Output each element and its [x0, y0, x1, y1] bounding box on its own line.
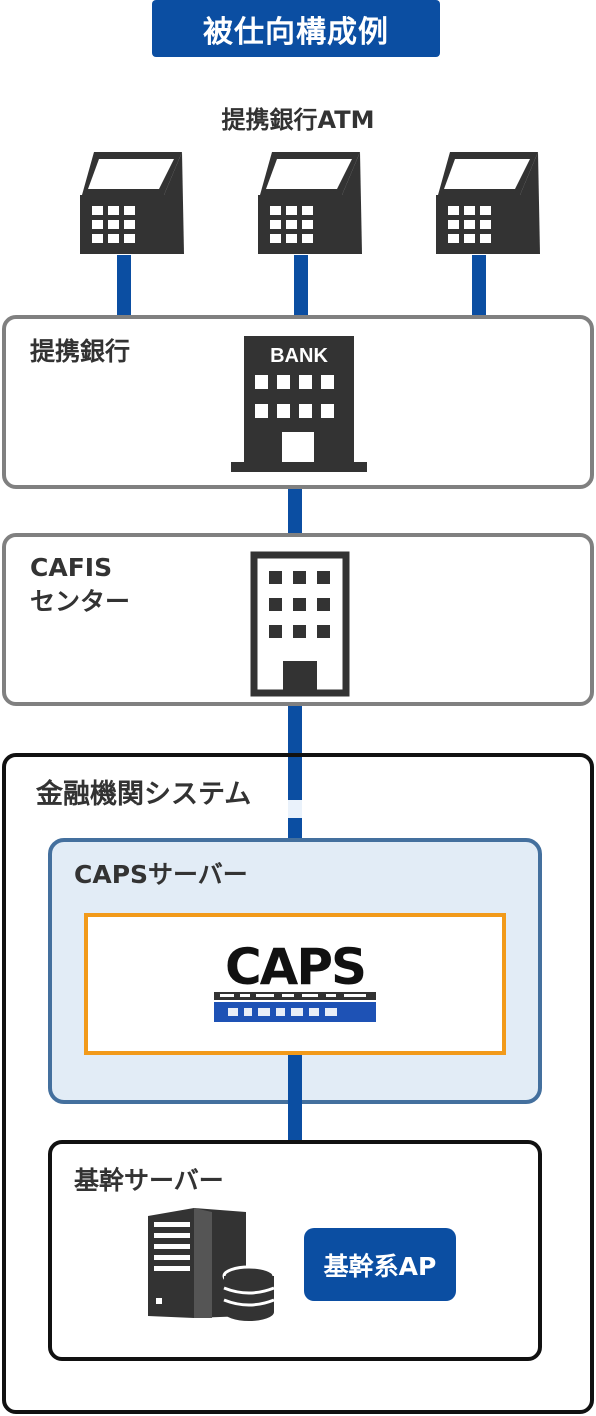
cafis-label-line1: CAFIS	[30, 553, 113, 582]
bank-building-icon: BANK	[231, 336, 367, 472]
office-building-icon	[250, 551, 350, 697]
bank-sign-text: BANK	[270, 345, 328, 367]
financial-system-label: 金融機関システム	[36, 779, 252, 810]
cafis-label: CAFIS センター	[30, 551, 130, 619]
atm-icon	[436, 152, 540, 254]
caps-logo-frame	[84, 913, 506, 1055]
cafis-center-box: CAFIS センター	[2, 533, 594, 706]
connector-atm2	[294, 255, 308, 317]
caps-logo-text: CAPS	[225, 940, 365, 996]
core-server-box: 基幹サーバー	[48, 1140, 542, 1361]
connector-bank-cafis	[288, 487, 302, 535]
partner-bank-box: 提携銀行 BANK	[2, 315, 594, 489]
financial-system-box: 金融機関システム	[2, 753, 594, 1414]
server-tower-icon	[148, 1208, 276, 1321]
atm-icon	[80, 152, 184, 254]
core-ap-label: 基幹系AP	[323, 1251, 437, 1281]
caps-logo: CAPS	[214, 940, 376, 1022]
caps-server-label: CAPSサーバー	[74, 860, 248, 889]
atm-icon	[258, 152, 362, 254]
cafis-label-line2: センター	[30, 586, 131, 616]
connector-atm3	[472, 255, 486, 317]
core-ap-badge: 基幹系AP	[304, 1228, 456, 1301]
connector-caps-core	[288, 1050, 302, 1142]
connector-atm1	[117, 255, 131, 317]
diagram-title: 被仕向構成例	[203, 14, 389, 50]
core-server-label: 基幹サーバー	[74, 1166, 224, 1195]
atm-caption: 提携銀行ATM	[221, 106, 375, 134]
title-badge: 被仕向構成例	[152, 0, 440, 57]
line-gap	[288, 800, 302, 818]
partner-bank-label: 提携銀行	[30, 337, 131, 366]
